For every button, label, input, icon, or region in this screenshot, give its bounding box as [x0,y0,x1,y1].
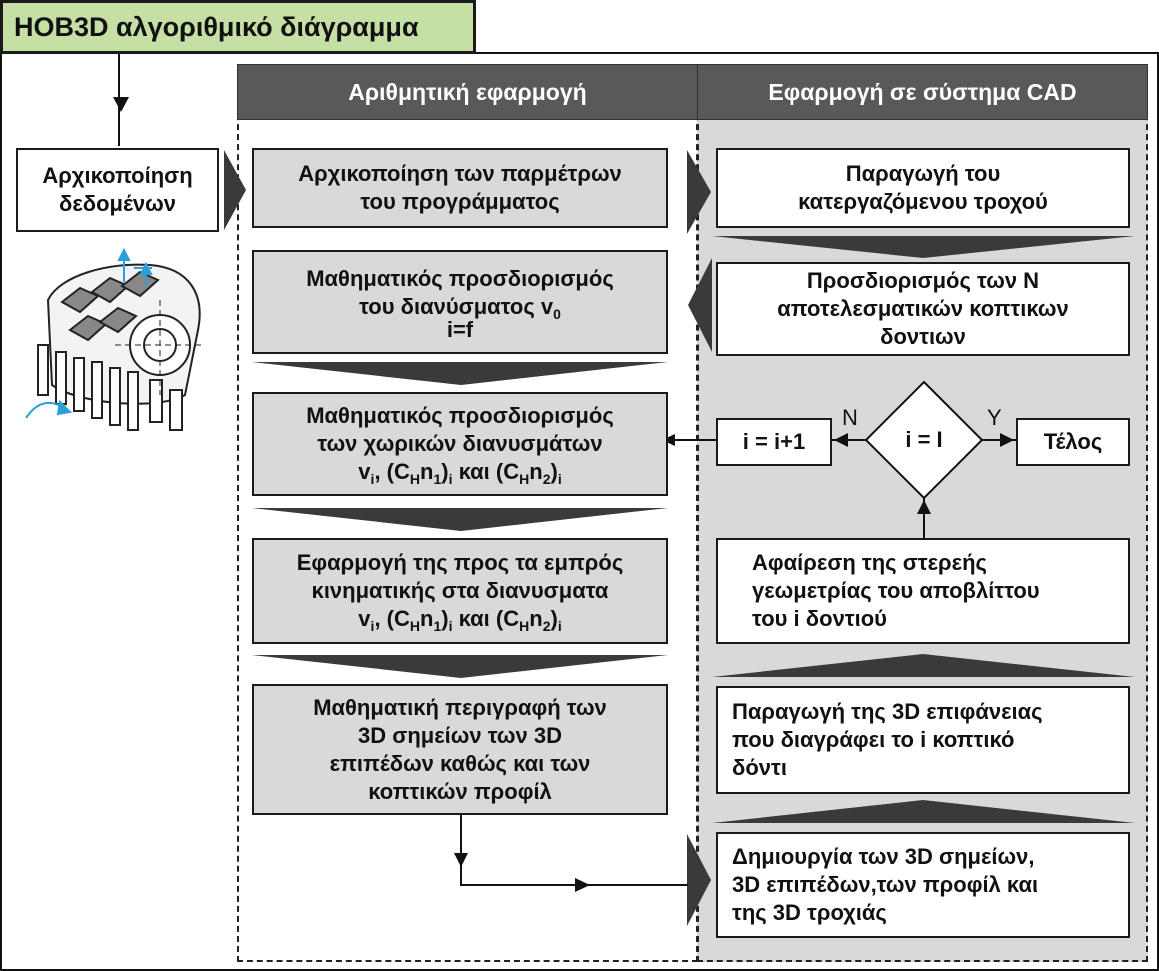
vl-h: H [409,471,421,487]
kl-1: 1 [433,618,442,634]
points-line-4: κοπτικών προφίλ [368,778,552,804]
subtract-line-3: του i δοντιού [752,606,887,631]
kl-2: 2 [542,618,551,634]
wheel-generation-box: Παραγωγή του κατεργαζόμενου τροχού [716,148,1130,228]
arrow-right-create [687,834,711,926]
diagram-title: HOB3D αλγοριθμικό διάγραμμα [0,0,476,54]
kl-h: H [409,618,421,634]
motion-arrows-icon [25,247,153,419]
wheel-line-2: κατεργαζόμενου τροχού [798,189,1048,214]
v0-line-2-text: του διανύσματος v [359,294,554,319]
vl-v: v [358,459,371,484]
arrow-left-teeth [688,258,712,352]
init-line-1: Αρχικοποίηση των παρμέτρων [298,161,622,186]
hob-cutter-icon [37,263,205,431]
kl-n2: n [529,606,543,631]
header-numerical: Αριθμητική εφαρμογή [237,64,698,120]
no-label: N [842,405,858,430]
vl-close2: ) [550,459,558,484]
surface-generation-box: Παραγωγή της 3D επιφάνειας που διαγράφει… [716,686,1130,794]
teeth-line-1: Προσδιορισμός των N [806,268,1040,293]
init-line-2: του προγράμματος [360,189,560,214]
teeth-determination-box: Προσδιορισμός των N αποτελεσματικών κοπτ… [716,262,1130,356]
teeth-line-3: δοντιων [880,324,966,349]
vl-i3: i [557,471,562,487]
vectors-line-3: vi, (CHn1)i και (CHn2)i [358,458,561,486]
end-box: Τέλος [1016,418,1130,466]
points-description-box: Μαθηματική περιγραφή των 3D σημείων των … [252,684,668,815]
kl-i: i [370,618,375,634]
down-arrow-icon [113,97,129,112]
points-line-3: επιπέδων καθώς και των [329,750,591,776]
kl-i2: i [448,618,453,634]
kl-n: n [420,606,434,631]
kl-i3: i [557,618,562,634]
kl-close2: ) [550,606,558,631]
v0-line-2: του διανύσματος v0 [359,293,561,321]
vector-v0-box: Μαθηματικός προσδιορισμός του διανύσματο… [252,250,668,354]
increment-box: i = i+1 [716,418,832,466]
diagram-frame [0,52,1159,971]
kin-line-2: κινηματικής στα διανυσματα [311,578,609,603]
vl-sep: , (C [374,459,410,484]
init-parameters-box: Αρχικοποίηση των παρμέτρων του προγράμμα… [252,148,668,228]
arrow-right-init [687,150,711,234]
vectors-line-2: των χωρικών διανυσμάτων [317,431,603,456]
create-line-3: της 3D τροχιάς [732,900,887,925]
chevron-down-1 [252,362,668,385]
kl-h2: H [519,618,530,634]
arrow-right-input [224,150,246,230]
vl-h2: H [519,471,530,487]
vl-1: 1 [433,471,442,487]
surface-line-2: που διαγράφει το i κοπτικό [732,727,1015,752]
create-points-box: Δημιουργία των 3D σημείων, 3D επιπέδων,τ… [716,832,1130,938]
surface-line-3: δόντι [732,755,787,780]
surface-line-1: Παραγωγή της 3D επιφάνειας [732,699,1043,724]
chevron-down-3 [252,655,668,678]
vl-i: i [370,471,375,487]
kin-line-1: Εφαρμογή της προς τα εμπρός [296,550,624,575]
decision-diamond [864,380,984,500]
kin-line-3: vi, (CHn1)i και (CHn2)i [358,605,561,633]
input-line-1: Αρχικοποίηση [42,163,193,188]
create-line-1: Δημιουργία των 3D σημείων, [732,844,1035,869]
chevron-down-2 [252,508,668,531]
vl-2: 2 [542,471,551,487]
vl-n: n [420,459,434,484]
arrow-left-small [662,434,675,446]
chevron-down-right [712,236,1135,258]
input-data-box: Αρχικοποίηση δεδομένων [16,148,219,232]
kl-kai: και (C [452,606,520,631]
v0-line-1: Μαθηματικός προσδιορισμός [306,266,614,291]
kl-close: ) [441,606,449,631]
input-line-2: δεδομένων [58,191,176,216]
forward-kinematics-box: Εφαρμογή της προς τα εμπρός κινηματικής … [252,538,668,644]
kl-v: v [358,606,371,631]
vl-n2: n [529,459,543,484]
kl-sep: , (C [374,606,410,631]
subtract-line-1: Αφαίρεση της στερεής [752,550,987,575]
spatial-vectors-box: Μαθηματικός προσδιορισμός των χωρικών δι… [252,392,668,496]
wheel-line-1: Παραγωγή του [845,161,1001,186]
teeth-line-2: αποτελεσματικών κοπτικων [777,296,1069,321]
subtract-geometry-box: Αφαίρεση της στερεής γεωμετρίας του αποβ… [716,538,1130,644]
decision-label: i = I [905,427,943,452]
v0-subscript: 0 [553,306,561,322]
subtract-line-2: γεωμετρίας του αποβλίττου [752,578,1040,603]
v0-line-3: i=f [446,317,474,342]
chevron-up-1 [712,654,1135,677]
create-line-2: 3D επιπέδων,των προφίλ και [732,872,1039,897]
vl-close: ) [441,459,449,484]
header-cad: Εφαρμογή σε σύστημα CAD [697,64,1148,120]
chevron-up-2 [712,800,1135,823]
vectors-line-1: Μαθηματικός προσδιορισμός [306,403,614,428]
points-line-1: Μαθηματική περιγραφή των [313,694,607,720]
yes-label: Y [987,405,1002,430]
vl-kai: και (C [452,459,520,484]
points-line-2: 3D σημείων των 3D [358,722,562,748]
vl-i2: i [448,471,453,487]
